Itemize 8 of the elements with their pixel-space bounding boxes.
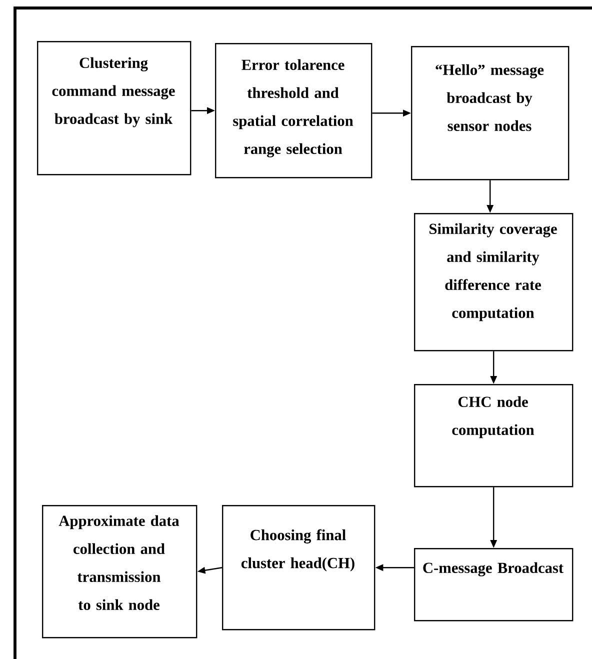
process-box: Error tolarence threshold and spatial correlation range selection bbox=[215, 43, 372, 178]
process-box: CHC node computation bbox=[414, 384, 574, 488]
process-box: Approximate data collection and transmission to sink node bbox=[42, 505, 198, 638]
process-box: Similarity coverage and similarity difference rate computation bbox=[414, 213, 574, 352]
process-box: C-message Broadcast bbox=[414, 548, 574, 622]
process-box: “Hello” message broadcast by sensor nodes bbox=[411, 46, 570, 180]
process-box: Choosing final cluster head(CH) bbox=[222, 505, 376, 630]
process-box: Clustering command message broadcast by sink bbox=[37, 41, 192, 176]
